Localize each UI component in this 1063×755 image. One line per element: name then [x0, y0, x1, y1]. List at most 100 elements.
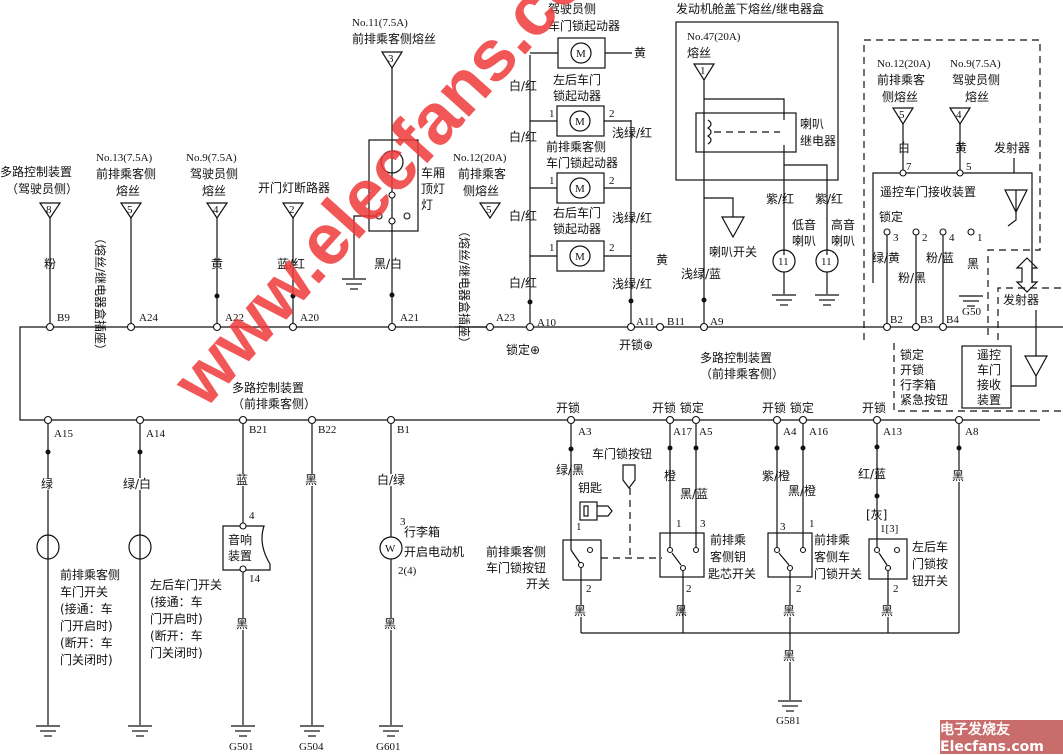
svg-text:喇叭: 喇叭	[792, 233, 816, 248]
svg-text:5: 5	[899, 109, 905, 121]
svg-text:B2: B2	[890, 314, 903, 326]
svg-text:锁起动器: 锁起动器	[553, 88, 601, 103]
svg-text:前排乘客侧熔丝: 前排乘客侧熔丝	[352, 31, 436, 46]
svg-text:黑: 黑	[236, 617, 248, 631]
svg-text:熔丝: 熔丝	[202, 183, 226, 198]
svg-text:车厢: 车厢	[421, 165, 445, 180]
svg-text:黄: 黄	[955, 141, 967, 155]
svg-text:门开启时): 门开启时)	[150, 611, 203, 626]
svg-text:白/绿: 白/绿	[377, 472, 405, 487]
svg-text:黑: 黑	[305, 473, 317, 487]
svg-text:No.12(20A): No.12(20A)	[453, 152, 507, 164]
svg-text:行李箱: 行李箱	[404, 524, 440, 539]
svg-text:粉: 粉	[44, 257, 56, 271]
svg-text:1: 1	[700, 65, 706, 77]
svg-text:门开启时): 门开启时)	[60, 618, 113, 633]
svg-text:门锁开关: 门锁开关	[814, 566, 862, 581]
svg-text:侧熔丝: 侧熔丝	[882, 89, 918, 104]
svg-text:No.12(20A): No.12(20A)	[877, 58, 931, 70]
svg-text:A17: A17	[673, 426, 692, 438]
svg-text:(接通：车: (接通：车	[150, 594, 203, 609]
svg-text:B22: B22	[318, 424, 336, 436]
svg-text:开门灯断路器: 开门灯断路器	[258, 180, 330, 195]
svg-text:No.9(7.5A): No.9(7.5A)	[950, 58, 1001, 70]
svg-text:匙芯开关: 匙芯开关	[708, 567, 756, 581]
svg-text:门关闭时): 门关闭时)	[60, 652, 113, 667]
svg-text:锁定: 锁定	[900, 347, 924, 362]
svg-text:2: 2	[289, 204, 295, 216]
svg-text:5: 5	[966, 161, 972, 173]
svg-text:锁定⊕: 锁定⊕	[506, 342, 540, 357]
svg-text:B3: B3	[920, 314, 933, 326]
svg-text:客侧钥: 客侧钥	[710, 549, 746, 564]
svg-text:黑: 黑	[881, 604, 893, 618]
svg-text:11: 11	[778, 256, 789, 268]
svg-text:1: 1	[549, 108, 555, 120]
svg-text:紫/红: 紫/红	[815, 191, 843, 206]
svg-text:(断开：车: (断开：车	[60, 635, 113, 650]
svg-text:门关闭时): 门关闭时)	[150, 645, 203, 660]
svg-text:2: 2	[609, 108, 615, 120]
svg-text:开关: 开关	[526, 577, 550, 591]
svg-text:白: 白	[898, 140, 910, 155]
svg-text:浅绿/红: 浅绿/红	[612, 125, 652, 140]
horn-switch-icon	[720, 216, 746, 239]
svg-text:1: 1	[676, 518, 682, 530]
svg-text:前排乘客: 前排乘客	[877, 72, 925, 87]
svg-text:（前排乘客侧）: （前排乘客侧）	[700, 366, 784, 381]
fuse-driver-mcu: 多路控制装置 （驾驶员侧） 8 粉 B9	[0, 164, 78, 332]
svg-text:白/红: 白/红	[509, 208, 537, 223]
svg-text:A20: A20	[300, 312, 319, 324]
svg-text:紫/橙: 紫/橙	[762, 468, 790, 483]
svg-text:A16: A16	[809, 426, 828, 438]
svg-text:A9: A9	[710, 316, 724, 328]
svg-text:8: 8	[46, 204, 52, 216]
svg-text:前排乘: 前排乘	[710, 532, 746, 547]
svg-text:A24: A24	[139, 312, 158, 324]
svg-text:1: 1	[549, 175, 555, 187]
svg-text:多路控制装置: 多路控制装置	[700, 350, 772, 365]
svg-text:2: 2	[586, 583, 592, 595]
fuse-no12: No.12(20A) 前排乘客 侧熔丝 5 （熔丝/继电器盒插座） A23	[453, 152, 515, 349]
svg-text:1: 1	[977, 232, 983, 244]
svg-text:4: 4	[213, 204, 219, 216]
svg-text:绿/黑: 绿/黑	[556, 462, 584, 477]
ground-a8: A8 黑	[950, 415, 979, 633]
svg-text:驾驶员侧: 驾驶员侧	[548, 1, 596, 16]
mcu-labels: 多路控制装置 （前排乘客侧） 多路控制装置 （前排乘客侧）	[232, 350, 784, 411]
svg-text:车门开关: 车门开关	[60, 584, 108, 599]
svg-text:4: 4	[956, 109, 962, 121]
svg-text:音响: 音响	[228, 532, 252, 547]
svg-text:A21: A21	[400, 312, 419, 324]
svg-text:遥控车门接收装置: 遥控车门接收装置	[880, 184, 976, 199]
svg-text:喇叭开关: 喇叭开关	[709, 244, 757, 259]
svg-text:M: M	[575, 183, 585, 195]
svg-text:浅绿/红: 浅绿/红	[612, 210, 652, 225]
svg-text:紧急按钮: 紧急按钮	[900, 392, 948, 407]
key-icon	[579, 501, 598, 521]
svg-text:前排乘客侧: 前排乘客侧	[546, 139, 606, 154]
svg-text:开锁: 开锁	[900, 362, 924, 377]
ground-b22: B22 黑 G504	[299, 415, 336, 753]
svg-text:2: 2	[609, 175, 615, 187]
svg-text:（前排乘客侧）: （前排乘客侧）	[232, 396, 316, 411]
svg-text:驾驶员侧: 驾驶员侧	[190, 166, 238, 181]
svg-text:熔丝: 熔丝	[687, 45, 711, 60]
svg-text:灯: 灯	[421, 198, 433, 212]
svg-text:开锁 锁定: 开锁 锁定	[652, 400, 704, 415]
svg-text:7: 7	[906, 161, 912, 173]
svg-text:2: 2	[922, 232, 928, 244]
svg-text:(断开：车: (断开：车	[150, 628, 203, 643]
svg-text:钮开关: 钮开关	[912, 573, 948, 588]
door-switch-front-passenger: A15 绿 前排乘客侧 车门开关 (接通：车 门开启时) (断开：车 门关闭时)	[35, 415, 120, 737]
svg-text:黑: 黑	[783, 649, 795, 663]
svg-text:喇叭: 喇叭	[831, 233, 855, 248]
svg-text:B21: B21	[249, 424, 267, 436]
keyless-receiver: No.12(20A) 前排乘客 侧熔丝 5 白 7 No.9(7.5A) 驾驶员…	[863, 39, 1063, 412]
svg-text:A14: A14	[146, 428, 165, 440]
svg-text:装置: 装置	[977, 393, 1001, 407]
svg-text:G601: G601	[376, 741, 400, 753]
